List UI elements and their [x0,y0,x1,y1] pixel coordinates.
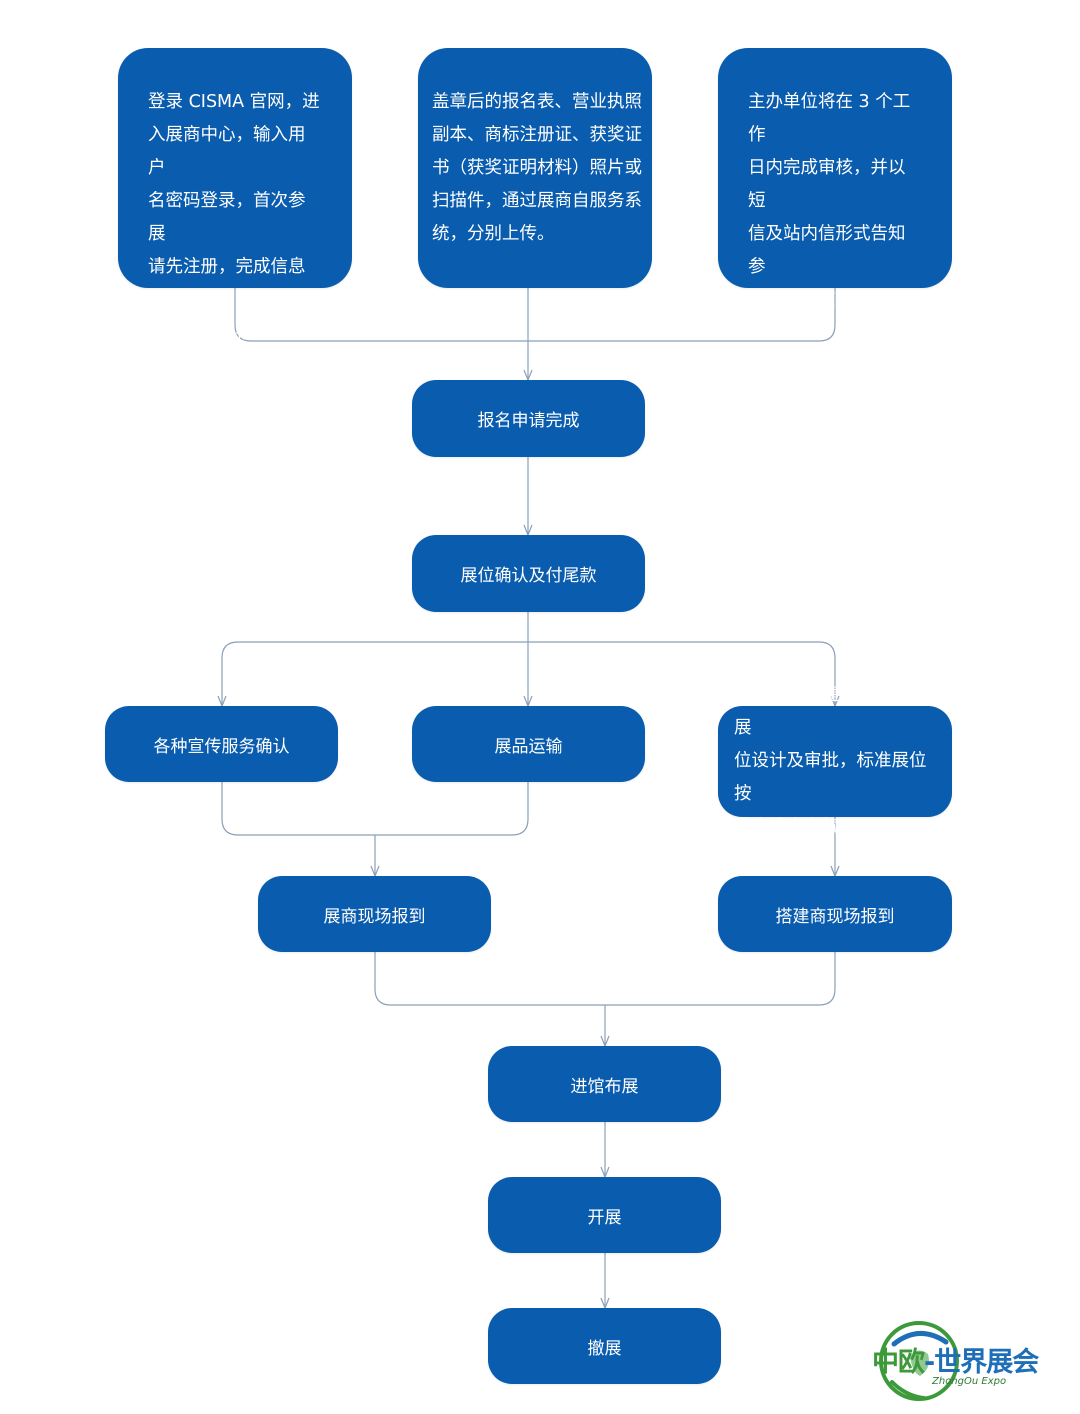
step-raw-space-filing: 光地展位搭建公司备案、展 位设计及审批，标准展位按 需申请水电气。 [718,685,952,837]
connector-merge-exhibitor [221,782,529,836]
step-move-in: 进馆布展 [488,1046,721,1122]
zhongou-expo-logo: 中欧-世界展会 ZhongOu Expo [868,1318,1068,1406]
connector-login [234,288,528,342]
logo-english-text: ZhongOu Expo [932,1376,1007,1387]
step-booth-confirm-payment: 展位确认及付尾款 [412,535,645,612]
step-exhibitor-checkin: 展商现场报到 [258,876,491,952]
step-application-complete: 报名申请完成 [412,380,645,457]
connector-to-raw-space [528,641,835,706]
step-opening: 开展 [488,1177,721,1253]
logo-chinese-text: 中欧-世界展会 [872,1347,1039,1378]
connector-merge-checkins [374,952,836,1006]
step-builder-checkin: 搭建商现场报到 [718,876,952,952]
connector-review [528,288,836,342]
step-login-register: 登录 CISMA 官网，进 入展商中心，输入用户 名密码登录，首次参展 请先注册… [118,48,352,343]
step-upload-documents: 盖章后的报名表、营业执照 副本、商标注册证、获奖证 书（获奖证明材料）照片或 扫… [418,48,652,288]
step-organizer-review: 主办单位将在 3 个工作 日内完成审核，并以短 信及站内信形式告知参 展单位审核… [718,48,952,409]
globe-icon [879,1321,959,1401]
step-exhibit-transport: 展品运输 [412,706,645,782]
step-move-out: 撤展 [488,1308,721,1384]
connector-to-promo [222,641,528,706]
step-promotion-services: 各种宣传服务确认 [105,706,338,782]
